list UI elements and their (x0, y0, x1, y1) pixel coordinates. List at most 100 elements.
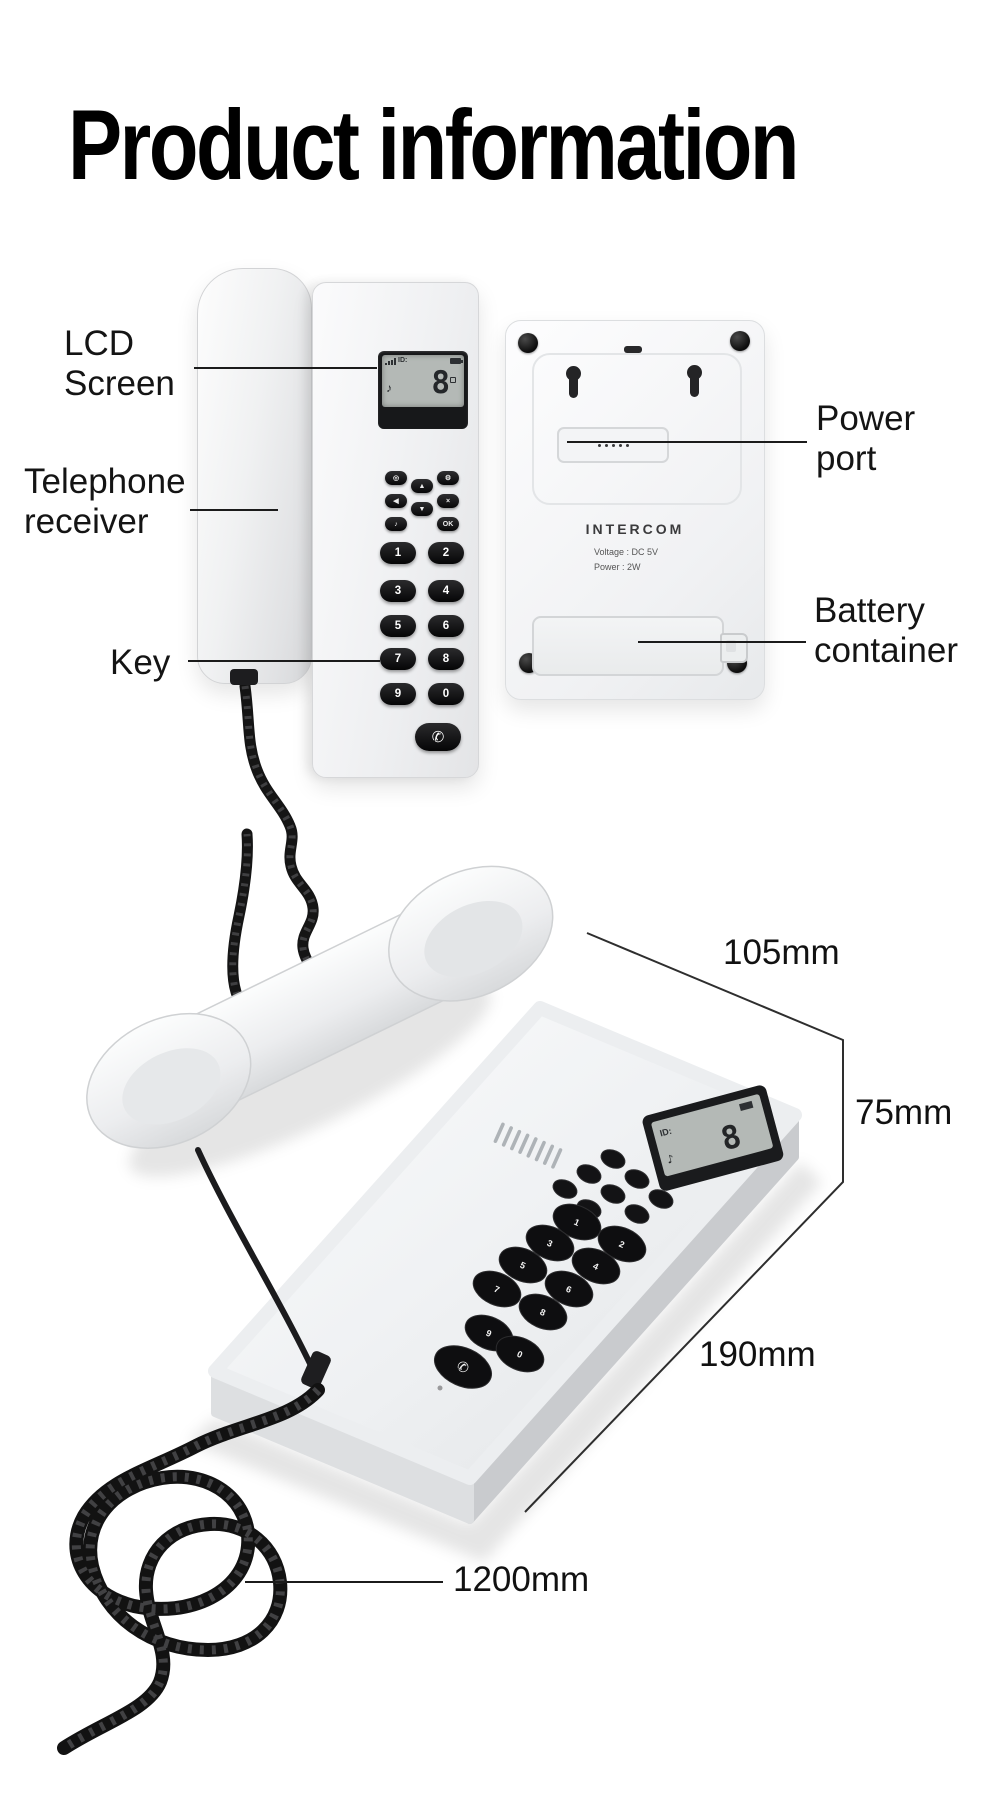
wall-phone-back-view: INTERCOM Voltage : DC 5V Power : 2W (505, 320, 765, 700)
dimension-height: 75mm (855, 1093, 953, 1132)
desk-lcd-music-note-icon: ♪ (665, 1152, 675, 1166)
desk-key-label: 2 (617, 1239, 626, 1250)
grille-slot (510, 1129, 522, 1151)
front-nav-key-6: × (437, 494, 459, 508)
screw-icon (518, 333, 538, 353)
power-label: Power : 2W (594, 562, 641, 572)
callout-line-power-port (567, 441, 807, 443)
desk-key-label: 7 (492, 1284, 501, 1295)
desk-nav-key (624, 1169, 650, 1189)
voltage-label: Voltage : DC 5V (594, 547, 659, 557)
dimension-lines (524, 932, 844, 1513)
front-nav-key-4: ▼ (411, 502, 433, 516)
callout-battery-container: Battery container (814, 591, 958, 670)
front-number-key-6: 6 (428, 615, 464, 637)
screw-icon (730, 331, 750, 351)
desk-key-label: 9 (484, 1328, 493, 1339)
keyhole-mount-icon (684, 365, 706, 401)
desk-call-key (434, 1345, 492, 1389)
callout-line-battery (638, 641, 806, 643)
callout-key: Key (110, 643, 171, 682)
desk-number-key-6 (544, 1270, 594, 1308)
desk-number-key-1 (552, 1203, 602, 1241)
front-nav-key-1: ◀ (385, 494, 407, 508)
desk-phone-coiled-cord (57, 1147, 331, 1755)
front-number-key-2: 2 (428, 542, 464, 564)
front-number-key-7: 7 (380, 648, 416, 670)
front-nav-key-7: OK (437, 517, 459, 531)
desk-call-key-icon: ✆ (454, 1358, 471, 1377)
front-nav-key-2: ♪ (385, 517, 407, 531)
desk-lcd-battery-icon (739, 1100, 754, 1111)
desk-key-label: 8 (538, 1307, 547, 1318)
callout-line-cord (245, 1581, 443, 1583)
desk-lcd-id-label: ID: (659, 1126, 673, 1139)
desk-number-key-0 (495, 1335, 545, 1373)
desk-number-key-3 (525, 1224, 575, 1262)
desk-phone-handset (86, 865, 554, 1150)
desk-number-key-9 (464, 1314, 514, 1352)
desk-lcd-digit: 8 (717, 1117, 745, 1159)
desk-nav-keypad (552, 1149, 674, 1224)
keyhole-mount-icon (563, 366, 585, 402)
desk-number-key-2 (597, 1225, 647, 1263)
front-number-key-5: 5 (380, 615, 416, 637)
lcd-display: ID: 8 ♪ (382, 355, 464, 407)
desk-number-key-8 (518, 1293, 568, 1331)
desk-nav-key (600, 1184, 626, 1204)
front-number-key-0: 0 (428, 683, 464, 705)
desk-key-label: 0 (515, 1349, 524, 1360)
desk-number-key-5 (498, 1246, 548, 1284)
brand-label: INTERCOM (585, 521, 685, 537)
callout-power-port: Power port (816, 399, 916, 478)
grille-slot (551, 1148, 563, 1169)
front-nav-key-3: ▲ (411, 479, 433, 493)
battery-latch (720, 633, 748, 663)
grille-slot (534, 1140, 546, 1162)
page-title: Product information (68, 89, 799, 200)
battery-container (532, 616, 724, 676)
grille-slot (518, 1133, 530, 1154)
battery-icon (450, 358, 463, 364)
front-number-key-1: 1 (380, 542, 416, 564)
front-number-key-4: 4 (428, 580, 464, 602)
front-nav-key-0: ◎ (385, 471, 407, 485)
desk-nav-key (576, 1164, 602, 1184)
lcd-id-label: ID: (398, 357, 408, 364)
speaker-grille (493, 1122, 563, 1169)
power-port (557, 427, 669, 463)
call-key: ✆ (415, 723, 461, 751)
dimension-cord-length: 1200mm (453, 1560, 590, 1599)
nav-keypad: ◎ ◀ ♪ ▲ ▼ ⚙ × OK (313, 283, 478, 777)
grille-slot (542, 1144, 555, 1165)
music-note-icon: ♪ (386, 381, 392, 395)
front-number-key-3: 3 (380, 580, 416, 602)
callout-lcd-screen: LCD Screen (64, 324, 175, 403)
mounting-slot (624, 346, 642, 353)
desk-key-label: 3 (545, 1238, 554, 1249)
signal-icon (385, 358, 396, 365)
desk-number-key-4 (571, 1247, 621, 1285)
cord-port (230, 669, 258, 685)
desk-nav-key (624, 1204, 650, 1224)
callout-line-receiver (190, 509, 278, 511)
callout-telephone-receiver: Telephone receiver (24, 462, 186, 541)
front-number-key-8: 8 (428, 648, 464, 670)
dimension-depth: 190mm (699, 1335, 816, 1374)
desk-nav-key (552, 1179, 578, 1199)
molded-channel (532, 353, 742, 505)
grille-slot (526, 1137, 538, 1158)
grille-slot (493, 1122, 505, 1143)
callout-line-lcd (194, 367, 377, 369)
desk-lcd-screen: ID: 8 ♪ (642, 1085, 784, 1191)
desk-key-label: 1 (572, 1217, 581, 1228)
desk-number-key-7 (472, 1270, 522, 1308)
front-nav-key-5: ⚙ (437, 471, 459, 485)
front-number-key-9: 9 (380, 683, 416, 705)
desk-key-label: 4 (591, 1261, 600, 1272)
